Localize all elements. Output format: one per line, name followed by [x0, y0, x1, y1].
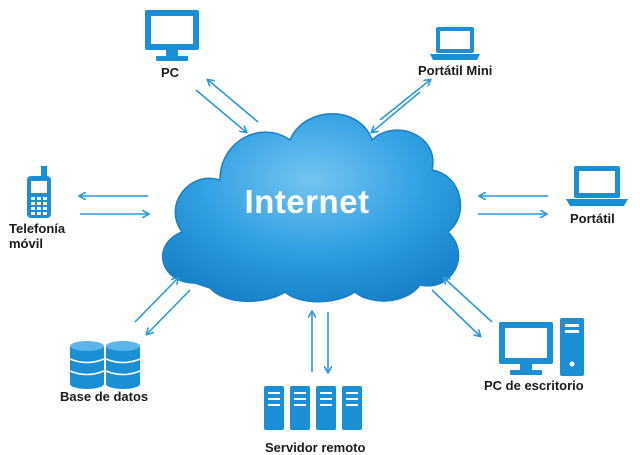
internet-label: Internet: [244, 183, 370, 220]
arrow-escritorio-in: [431, 289, 480, 336]
arrow-pc-in: [195, 89, 246, 132]
database-icon: [69, 341, 141, 389]
arrow-escritorio-out: [444, 278, 493, 323]
node-label-pc-de-escritorio: PC de escritorio: [484, 378, 584, 393]
node-label-portatil-mini: Portátil Mini: [418, 63, 493, 78]
node-label-pc: PC: [161, 65, 180, 80]
server-rack-icon: [264, 386, 362, 430]
arrow-pc-out: [208, 80, 259, 123]
mobile-phone-icon: [27, 166, 51, 218]
arrow-mini-in: [372, 91, 421, 132]
internet-cloud: [162, 113, 462, 303]
node-label-servidor-remoto: Servidor remoto: [265, 440, 366, 455]
arrow-mini-out: [379, 80, 430, 121]
node-label-telefonia-movil: Telefonía móvil: [9, 221, 66, 251]
node-label-portatil: Portátil: [570, 211, 615, 226]
desktop-tower-icon: [499, 318, 584, 376]
arrow-bd-in: [134, 278, 178, 323]
node-label-base-de-datos: Base de datos: [60, 389, 149, 404]
connection-arrows: [80, 80, 548, 372]
arrow-bd-out: [147, 289, 191, 334]
laptop-icon: [430, 27, 480, 60]
desktop-monitor-icon: [145, 10, 199, 61]
laptop-icon: [566, 166, 628, 206]
